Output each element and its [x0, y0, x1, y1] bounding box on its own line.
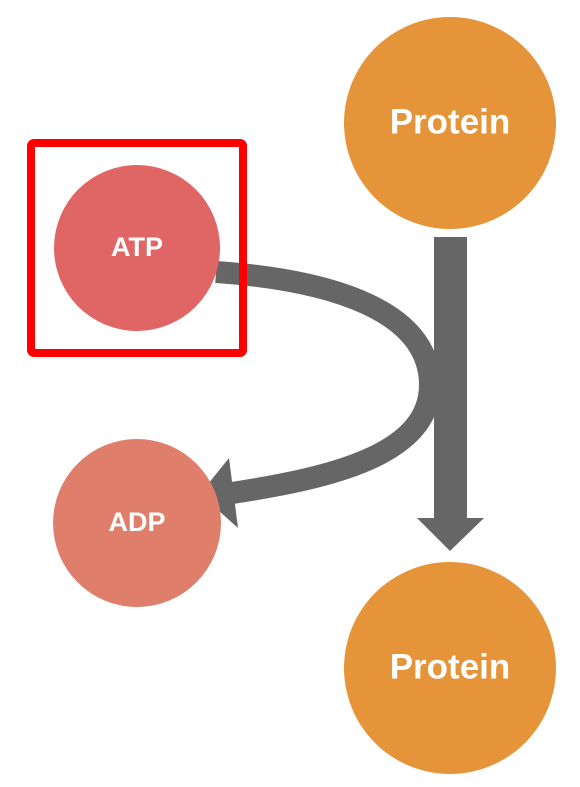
- atp-highlight-box: [27, 139, 247, 357]
- atp-to-adp-arrowhead: [200, 458, 238, 528]
- protein-top-label: Protein: [390, 102, 511, 141]
- protein-bottom-label: Protein: [390, 647, 511, 686]
- protein-to-protein-arrowhead: [417, 518, 484, 551]
- protein-top-node: [344, 17, 556, 229]
- atp-label: ATP: [111, 232, 163, 262]
- adp-node: [53, 439, 221, 607]
- adp-label: ADP: [108, 507, 165, 537]
- atp-node: [54, 165, 220, 331]
- protein-to-protein-arrow-shaft: [434, 237, 467, 520]
- protein-bottom-node: [344, 562, 556, 774]
- atp-to-adp-curved-arrow: [215, 261, 442, 504]
